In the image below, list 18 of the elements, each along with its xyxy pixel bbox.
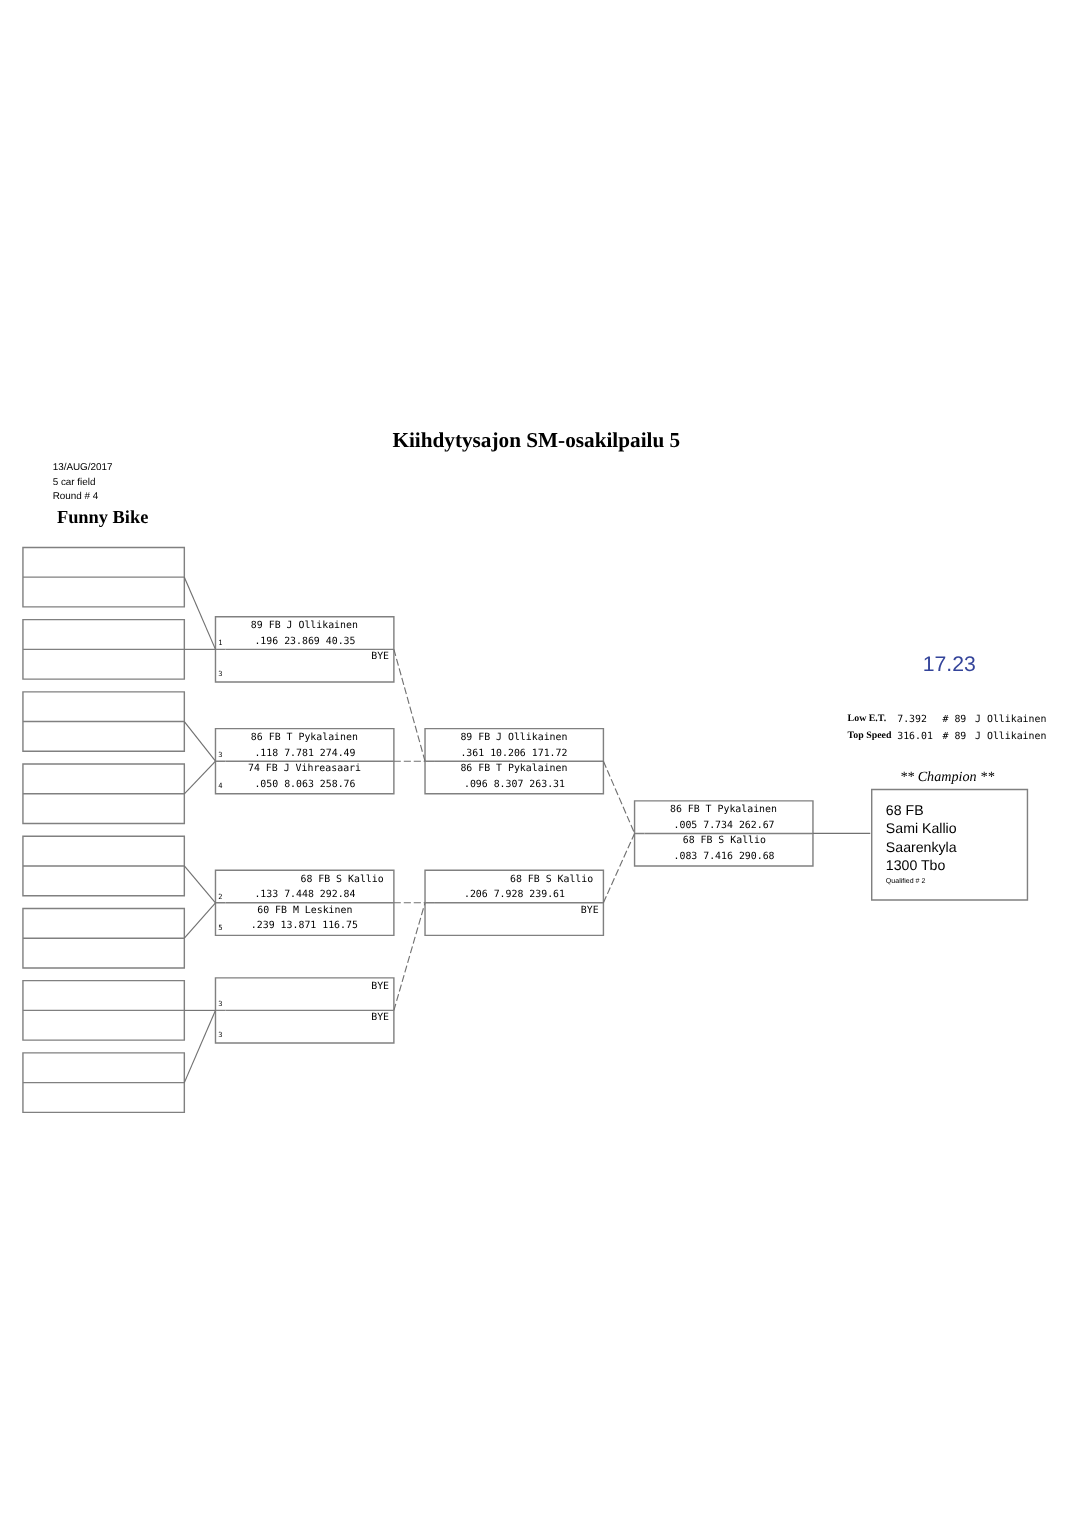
- connector: [393, 759, 426, 761]
- connector: [812, 831, 871, 833]
- connector: [183, 575, 217, 649]
- label: Funny Bike: [56, 505, 149, 526]
- connector: [602, 759, 636, 833]
- connector: [393, 647, 426, 761]
- connector: [183, 720, 217, 761]
- connector: [183, 759, 217, 794]
- label: 17.23: [922, 651, 976, 676]
- connector: [393, 901, 426, 1010]
- connector: [183, 1008, 217, 1083]
- connector: [393, 901, 426, 903]
- connector: [183, 901, 217, 938]
- diagram-title: Kiihdytysajon SM-osakilpailu 5: [392, 429, 681, 452]
- connector: [183, 1008, 217, 1010]
- connector: [183, 864, 217, 903]
- connector: [183, 647, 217, 649]
- connector: [602, 831, 636, 903]
